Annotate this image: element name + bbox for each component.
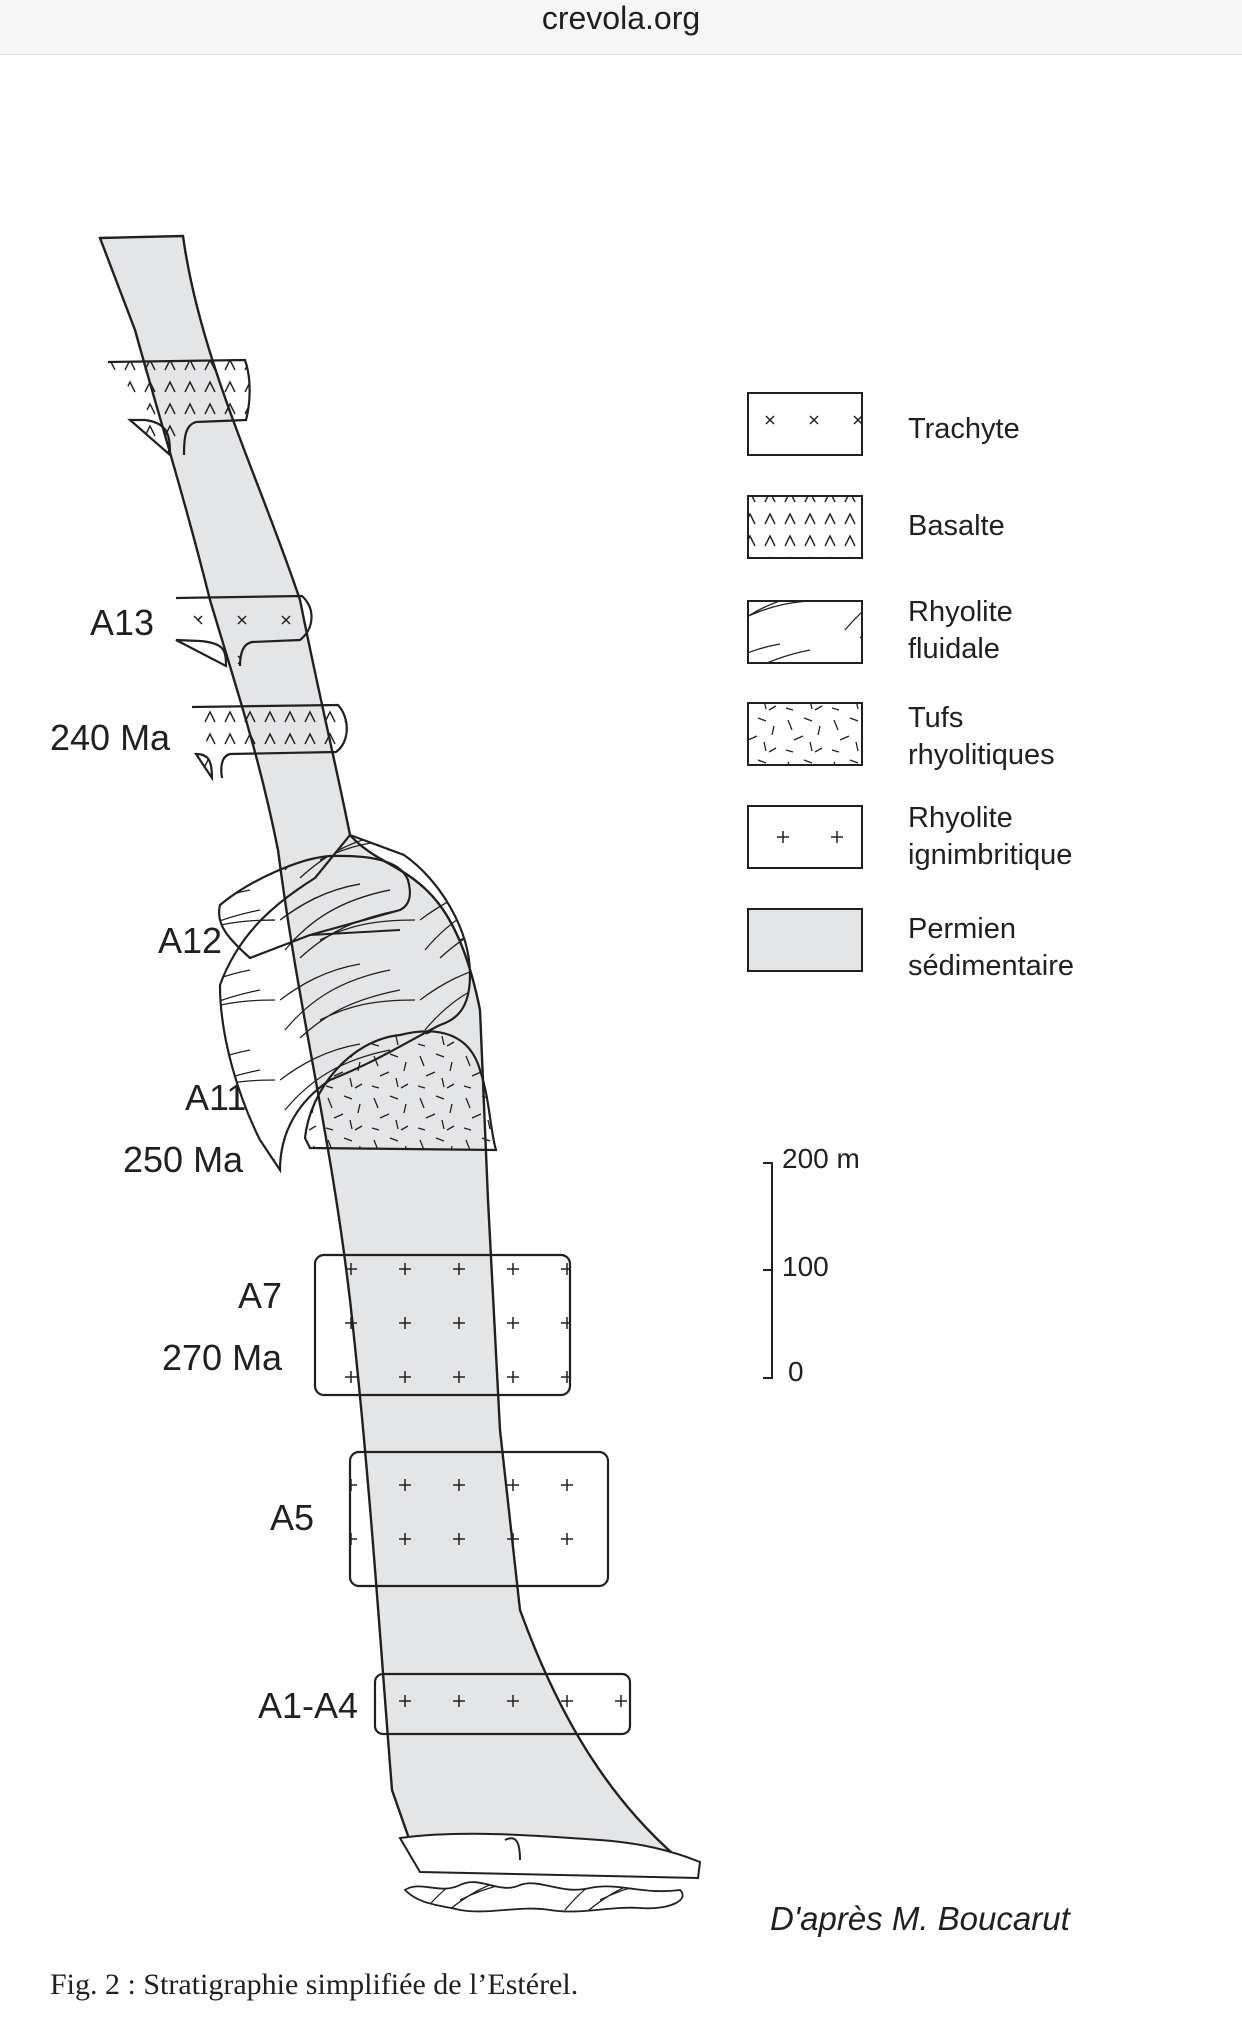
legend-label-rhyolite-fluidale-1: Rhyolite <box>908 596 1013 628</box>
a5-rhyolite-ignimbritique <box>348 1450 610 1588</box>
legend-label-rhyolite-fluidale-2: fluidale <box>908 633 1000 665</box>
a1a4-rhyolite-ignimbritique <box>373 1672 632 1736</box>
legend-swatch-rhyolite-fluidale <box>747 600 863 664</box>
scale-bar: 200 m 100 0 <box>763 1143 860 1387</box>
legend-swatch-tufs <box>747 702 863 766</box>
ma240-basalt-band <box>191 703 348 782</box>
legend-swatch-permien <box>747 908 863 972</box>
legend-swatch-basalte <box>747 495 863 559</box>
legend-label-tufs-1: Tufs <box>908 702 963 734</box>
label-270ma: 270 Ma <box>162 1337 283 1378</box>
browser-address-bar[interactable]: crevola.org <box>0 0 1242 55</box>
page-url[interactable]: crevola.org <box>541 0 701 36</box>
legend-label-ignimbrite-1: Rhyolite <box>908 802 1013 834</box>
scale-label-0: 0 <box>788 1356 804 1387</box>
legend-swatch-trachyte <box>747 392 863 456</box>
label-a7: A7 <box>238 1275 282 1316</box>
label-a1a4: A1-A4 <box>258 1685 358 1726</box>
legend-label-permien-2: sédimentaire <box>908 950 1074 982</box>
label-a12: A12 <box>158 920 222 961</box>
legend: Trachyte Basalte Rhyolite fluidale Tufs … <box>747 392 1074 982</box>
label-250ma: 250 Ma <box>123 1139 244 1180</box>
label-a5: A5 <box>270 1497 314 1538</box>
figure-caption: Fig. 2 : Stratigraphie simplifiée de l’E… <box>50 1968 579 2001</box>
legend-label-permien-1: Permien <box>908 913 1016 945</box>
diagram-credit: D'après M. Boucarut <box>770 1900 1072 1937</box>
a12-rhyolite-fluidale-upper-lobe <box>217 854 411 960</box>
a7-rhyolite-ignimbritique <box>313 1253 572 1397</box>
label-240ma: 240 Ma <box>50 717 171 758</box>
label-a13: A13 <box>90 602 154 643</box>
scale-label-100: 100 <box>782 1251 829 1282</box>
legend-label-ignimbrite-2: ignimbritique <box>908 839 1072 871</box>
label-a11: A11 <box>185 1077 246 1118</box>
stratigraphic-column-diagram: A13 240 Ma A12 A11 250 Ma A7 270 Ma A5 A… <box>50 234 1074 1937</box>
scale-label-200m: 200 m <box>782 1143 860 1174</box>
legend-label-tufs-2: rhyolitiques <box>908 739 1055 771</box>
a11-tufs-rhyolitiques <box>303 1030 498 1152</box>
basement-folds <box>403 1881 684 1913</box>
legend-swatch-ignimbrite <box>747 805 863 869</box>
a13-trachyte-band <box>175 594 313 668</box>
basement-layers <box>398 1832 702 1880</box>
legend-label-trachyte: Trachyte <box>908 413 1020 445</box>
upper-basalt-band <box>107 358 251 458</box>
legend-label-basalte: Basalte <box>908 510 1005 542</box>
